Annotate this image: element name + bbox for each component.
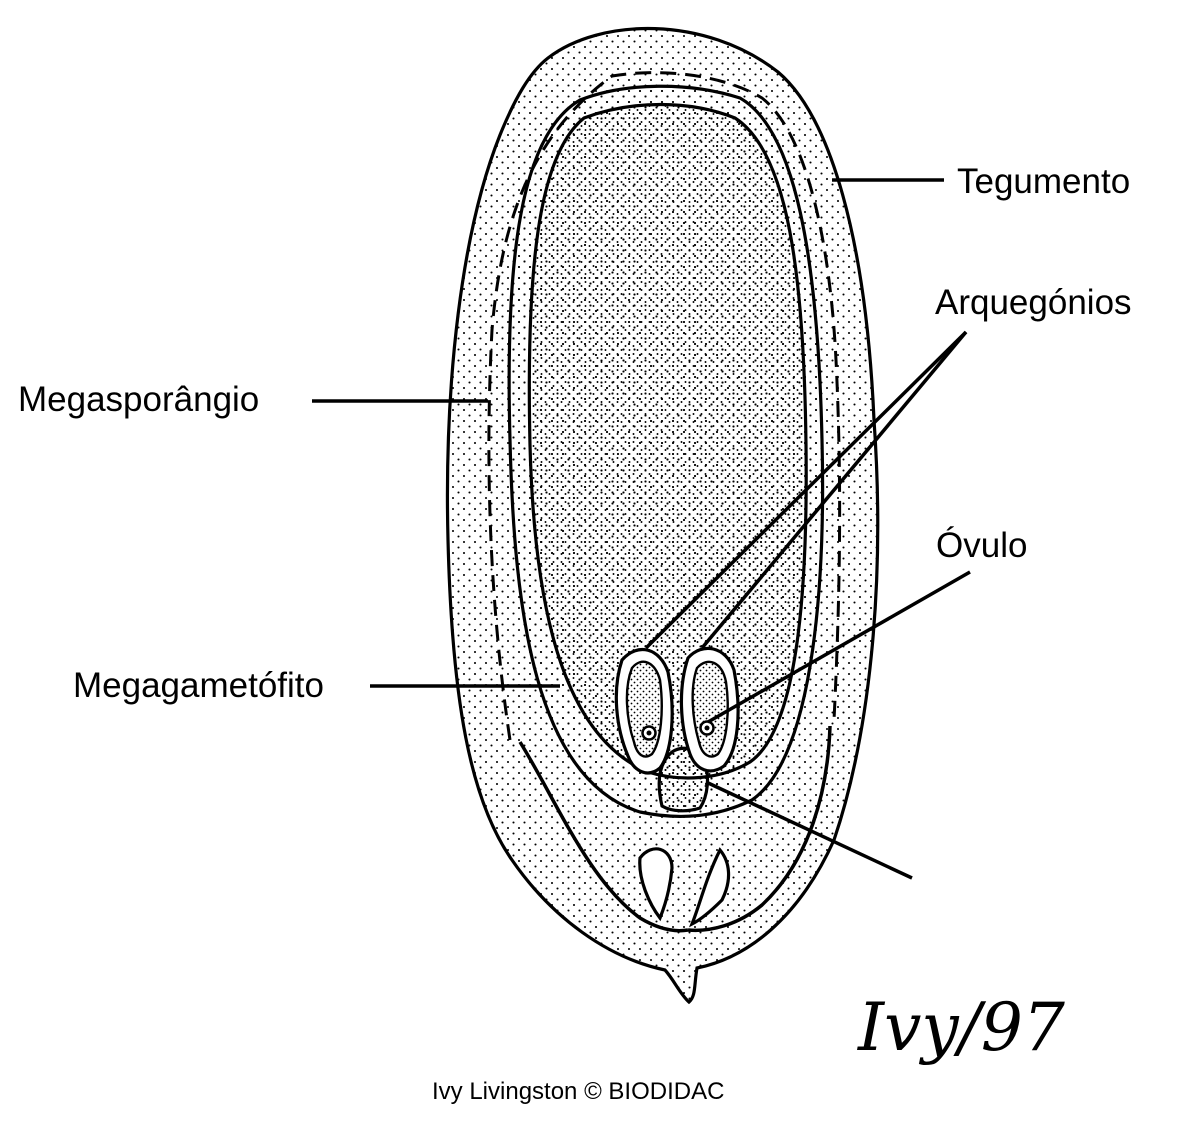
artist-signature: Ivy/97 [857,989,1065,1066]
leader-arquegonios-2 [700,330,968,650]
leader-ovulo [707,570,971,724]
integument-dashed-line [487,71,842,741]
label-tegumento: Tegumento [957,162,1130,201]
credit-line: Ivy Livingston © BIODIDAC [432,1078,724,1105]
archegonium-right-core [691,660,729,758]
micropyle-flap-right [688,847,731,928]
label-megasporangio: Megasporângio [18,380,259,419]
megagametophyte-outline [527,102,808,780]
label-megagametofito: Megagametófito [73,666,324,705]
micropyle-flap-left [638,847,674,922]
leader-unlabeled [705,780,913,880]
leader-arquegonios-1 [644,330,968,650]
inner-layer-right [687,725,832,933]
label-ovulo: Óvulo [936,526,1027,565]
label-arquegonios: Arquegónios [935,283,1132,322]
inner-layer-left [518,741,689,933]
